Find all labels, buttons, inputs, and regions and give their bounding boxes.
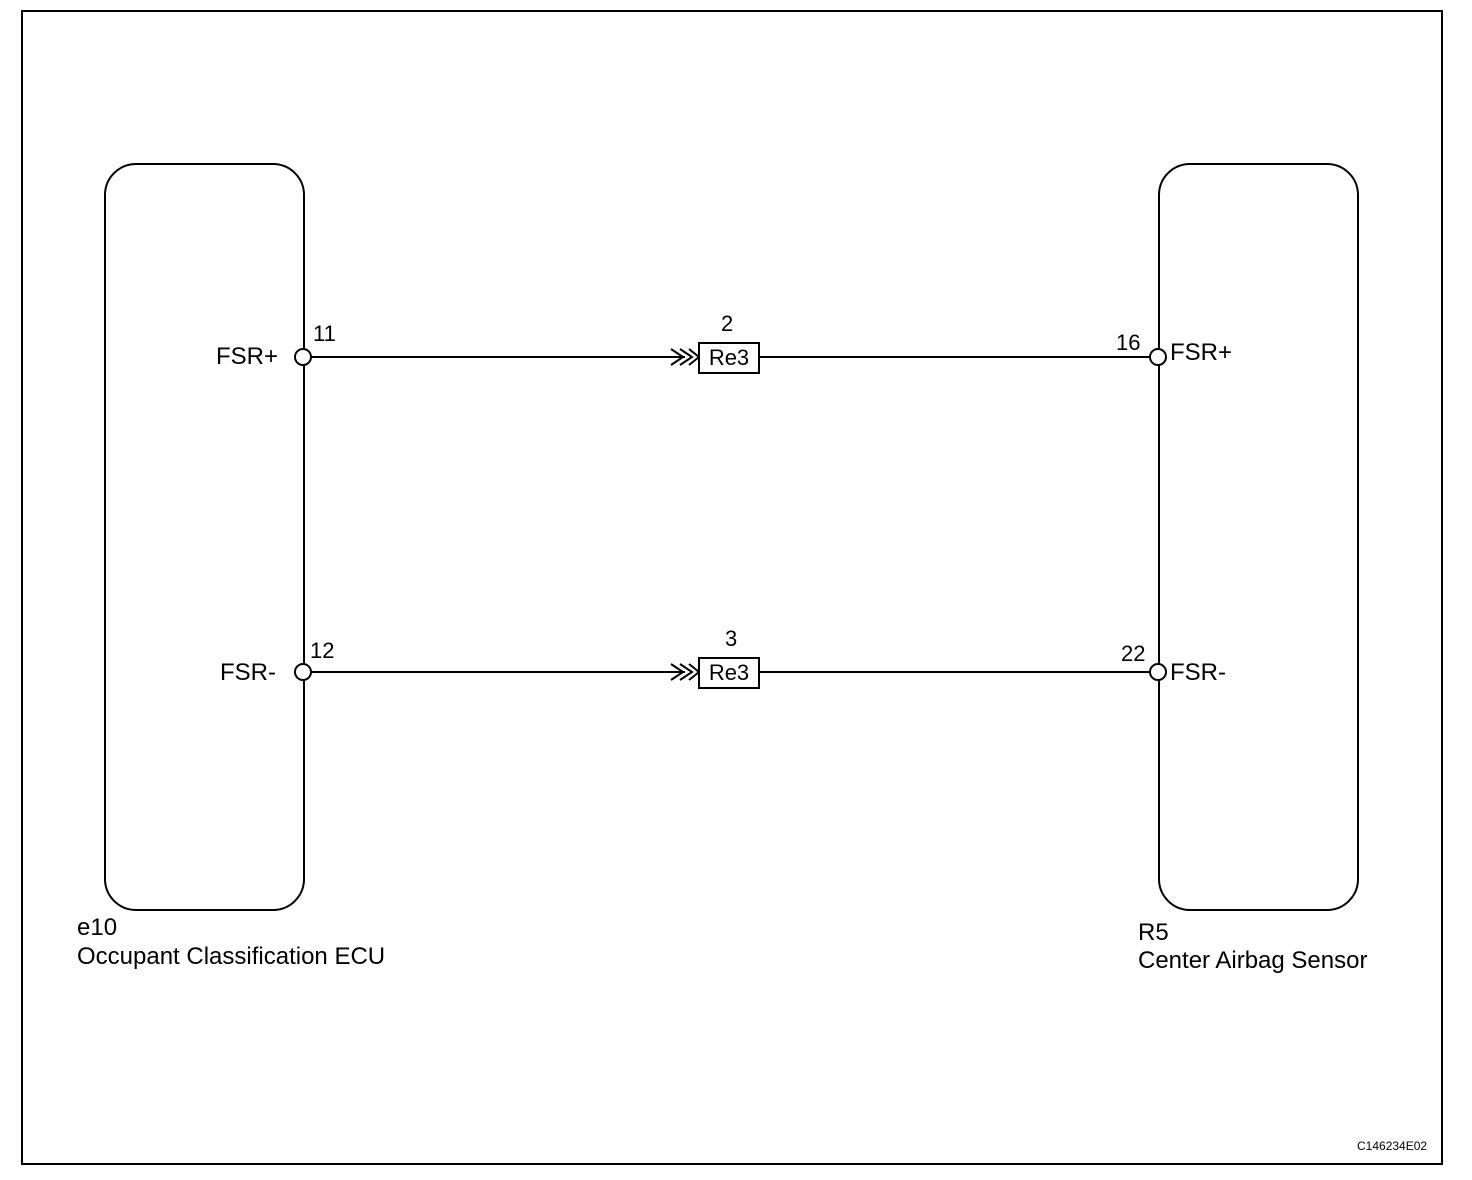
left-signal-2: FSR- bbox=[220, 659, 276, 686]
terminal-right-16 bbox=[1149, 348, 1167, 366]
right-component-name: Center Airbag Sensor bbox=[1138, 947, 1368, 974]
junction-connector-2-label: Re3 bbox=[708, 660, 750, 685]
terminal-left-11 bbox=[294, 348, 312, 366]
junction-connector-1-label: Re3 bbox=[708, 345, 750, 370]
right-signal-2: FSR- bbox=[1170, 659, 1226, 686]
diagram-frame bbox=[21, 10, 1443, 1165]
junction-connector-1: Re3 bbox=[698, 342, 760, 374]
left-signal-1: FSR+ bbox=[216, 343, 279, 370]
right-pin-1: 16 bbox=[1116, 330, 1141, 355]
junction-connector-2: Re3 bbox=[698, 657, 760, 689]
left-pin-1: 11 bbox=[313, 321, 336, 346]
right-pin-2: 22 bbox=[1121, 641, 1146, 666]
junction-pin-2: 3 bbox=[725, 626, 738, 651]
terminal-right-22 bbox=[1149, 663, 1167, 681]
left-component-name: Occupant Classification ECU bbox=[77, 943, 386, 970]
left-component-code: e10 bbox=[77, 914, 118, 941]
figure-id: C146234E02 bbox=[1357, 1139, 1428, 1153]
terminal-left-12 bbox=[294, 663, 312, 681]
left-pin-2: 12 bbox=[310, 638, 335, 663]
junction-pin-1: 2 bbox=[721, 311, 734, 336]
right-component-box bbox=[1158, 163, 1359, 911]
right-signal-1: FSR+ bbox=[1170, 339, 1233, 366]
right-component-code: R5 bbox=[1138, 919, 1169, 946]
left-component-box bbox=[104, 163, 305, 911]
